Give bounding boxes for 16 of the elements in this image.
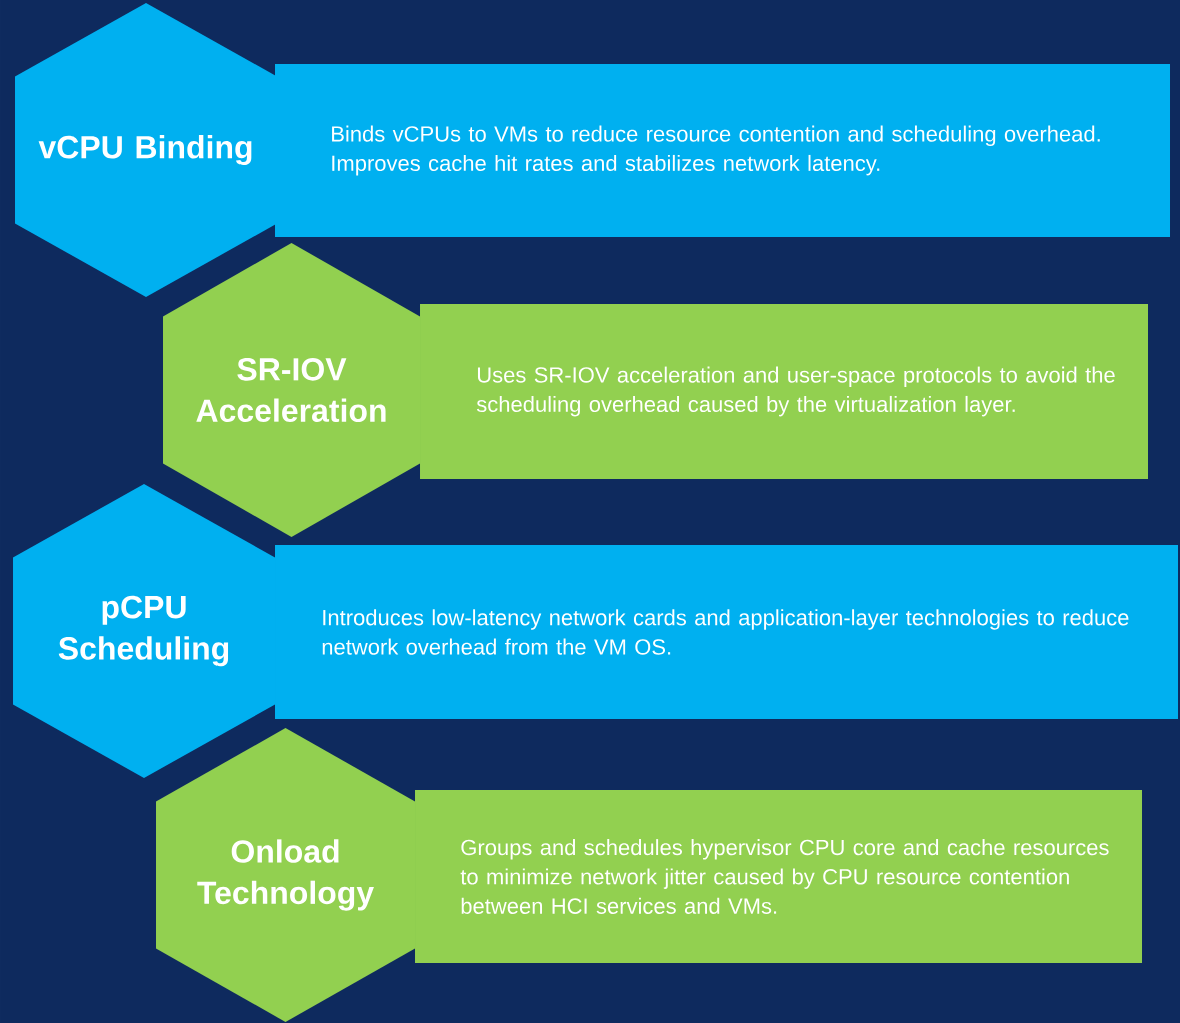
description-band: Uses SR-IOV acceleration and user-space protocols to avoid the scheduling overhead caused by the virtualization layer. [420,304,1148,479]
node-label: Binds vCPUs to VMs to reduce resource contention and scheduling overhead. Improves cache hit rates and stabilizes network latency. [332,125,1100,176]
hexagon: Onload Technology [156,728,415,1022]
hexagon: pCPU Scheduling [13,484,275,778]
description-band: Groups and schedules hypervisor CPU core and cache resources to minimize network jitter caused by CPU resource contention between HCI services and VMs. [415,790,1142,963]
node-label: SR-IOV Acceleration [196,358,386,422]
node-label: Uses SR-IOV acceleration and user-space protocols to avoid the scheduling overhead caused by the virtualization layer. [476,366,1115,417]
node-label: Introduces low-latency network cards and application-layer technologies to reduce network overhead from the VM OS. [322,609,1129,655]
node-label: vCPU Binding [38,135,252,165]
node-label: pCPU Scheduling [58,595,229,667]
description-band: Introduces low-latency network cards and application-layer technologies to reduce network overhead from the VM OS. [275,545,1178,719]
description-band: Binds vCPUs to VMs to reduce resource contention and scheduling overhead. Improves cache hit rates and stabilizes network latency. [275,64,1170,237]
hexagon: SR-IOV Acceleration [163,243,420,537]
node-label: Groups and schedules hypervisor CPU core and cache resources to minimize network jitter caused by CPU resource contention between HCI services and VMs. [460,839,1109,914]
node-label: Onload Technology [197,839,374,911]
hexagon: vCPU Binding [15,3,277,297]
